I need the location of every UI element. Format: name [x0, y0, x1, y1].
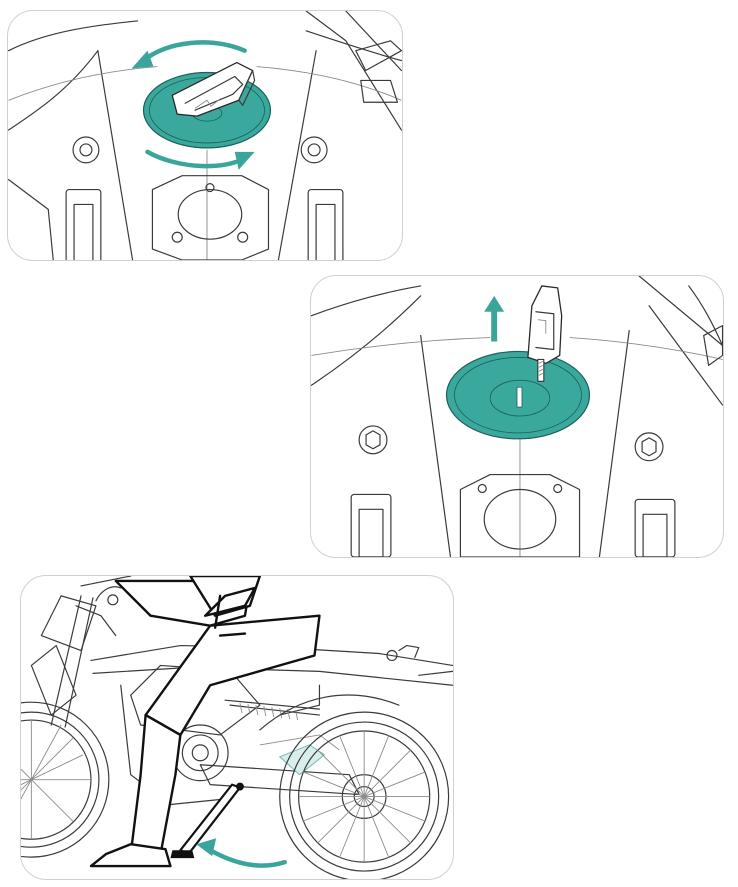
swingarm	[200, 735, 359, 795]
step-2-panel	[310, 275, 724, 558]
seat-latch-left	[351, 494, 391, 557]
curved-arrow-left-icon	[196, 838, 284, 865]
bolt-left	[359, 426, 387, 454]
seat-latch-right	[635, 499, 675, 557]
seat-latch-right	[308, 190, 343, 260]
step-1-panel	[7, 10, 403, 261]
bolt-left	[73, 137, 99, 163]
front-fork	[31, 596, 96, 727]
step-3-panel	[20, 575, 454, 880]
fuel-cap-teal	[447, 351, 590, 438]
seat-latch-left	[66, 190, 101, 260]
bolt-right	[301, 137, 327, 163]
lock-housing	[152, 176, 268, 260]
bolt-right	[635, 433, 663, 461]
cap-rotate-illustration	[8, 11, 402, 260]
up-arrow-icon	[484, 296, 504, 342]
cap-lift-illustration	[311, 276, 723, 557]
kickstand-illustration	[21, 576, 453, 879]
rider-torso	[116, 576, 260, 626]
